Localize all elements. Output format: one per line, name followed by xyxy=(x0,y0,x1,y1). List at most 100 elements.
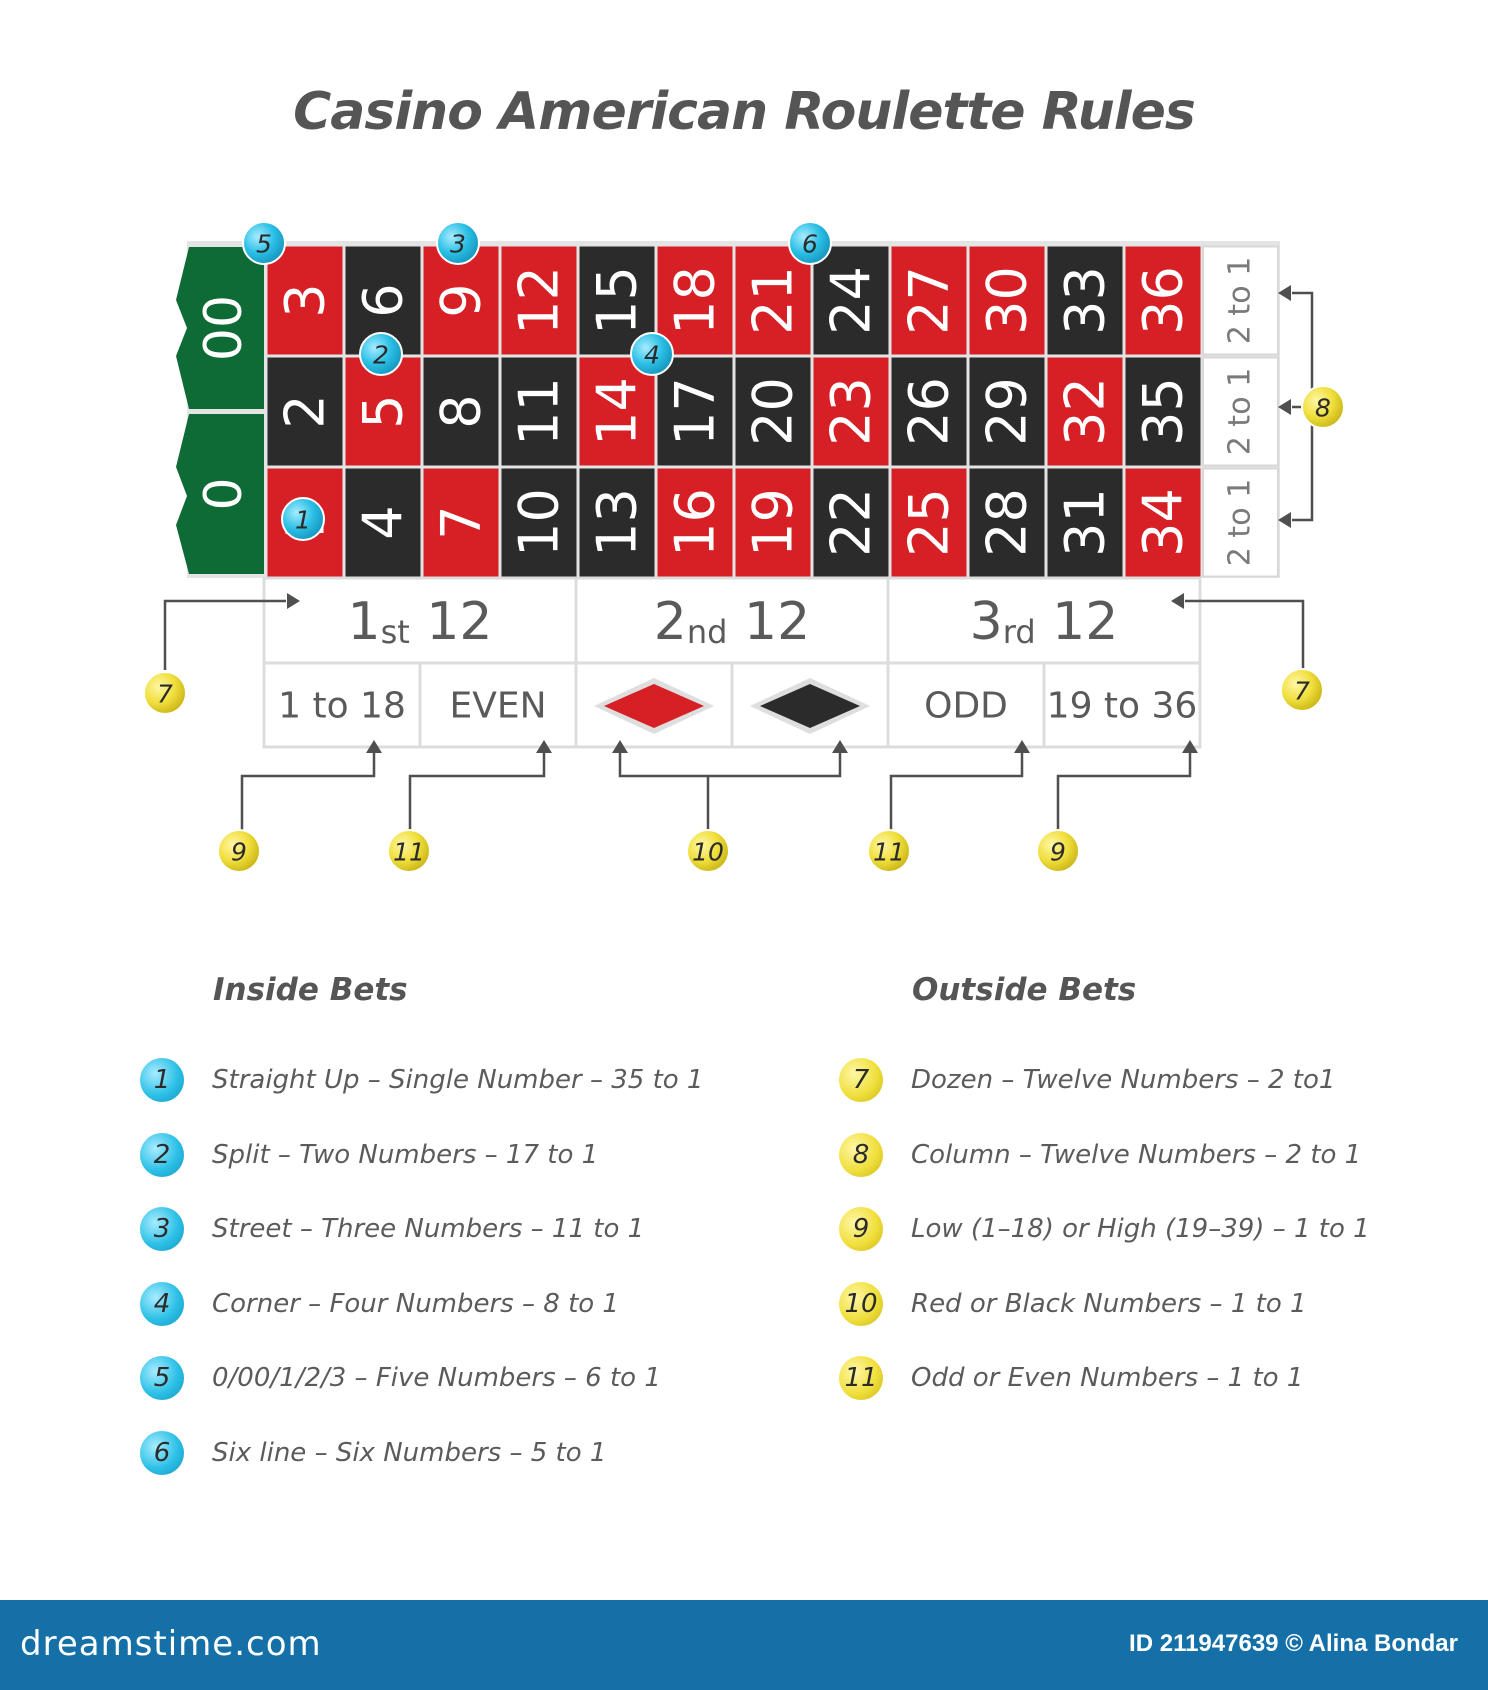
number-pocket xyxy=(423,357,499,466)
pocket-number: 23 xyxy=(820,377,883,446)
outside-bets-heading: Outside Bets xyxy=(912,972,1137,1008)
callout-badge-number: 9 xyxy=(231,838,247,867)
arrowhead-icon xyxy=(1278,512,1291,528)
number-pocket xyxy=(969,246,1045,355)
bet-number-badge: 4 xyxy=(140,1282,184,1326)
pocket-number: 17 xyxy=(664,377,727,446)
inside-bets-heading: Inside Bets xyxy=(213,972,408,1008)
callout-line xyxy=(1185,599,1305,670)
callout-badge-number: 10 xyxy=(692,838,724,867)
callout-badge-number: 11 xyxy=(393,838,425,867)
site-logo[interactable]: dreamstime.com xyxy=(20,1624,322,1664)
callout-line xyxy=(408,752,546,835)
pocket-number: 10 xyxy=(508,488,571,557)
outside-bet-box xyxy=(418,661,578,749)
bet-description: Straight Up – Single Number – 35 to 1 xyxy=(212,1065,704,1095)
pocket-number: 31 xyxy=(1054,488,1117,557)
number-pocket xyxy=(735,357,811,466)
callout-badge xyxy=(1280,668,1324,712)
pocket-number: 8 xyxy=(430,394,493,428)
number-pocket xyxy=(1047,468,1123,577)
pocket-number: 36 xyxy=(1132,266,1195,335)
arrowhead-icon xyxy=(1278,285,1291,301)
arrowhead-icon xyxy=(832,740,848,753)
callout-line xyxy=(240,752,376,835)
pocket-number: 25 xyxy=(898,488,961,557)
callout-badge-number: 11 xyxy=(873,838,905,867)
pocket-number: 30 xyxy=(976,266,1039,335)
bet-number-badge: 3 xyxy=(140,1207,184,1251)
pocket-number: 14 xyxy=(586,377,649,446)
bet-description: Column – Twelve Numbers – 2 to 1 xyxy=(911,1140,1362,1170)
callout-badge xyxy=(1036,829,1080,873)
number-pocket xyxy=(579,357,655,466)
number-pocket xyxy=(1125,468,1201,577)
callout-badge-number: 3 xyxy=(450,230,466,259)
callout-badge xyxy=(281,497,325,541)
pocket-number: 9 xyxy=(430,283,493,317)
pocket-number: 12 xyxy=(508,266,571,335)
outside-bet-box xyxy=(262,661,422,749)
pocket-number: 6 xyxy=(352,283,415,317)
callout-badge xyxy=(143,671,187,715)
number-pocket xyxy=(267,246,343,355)
arrowhead-icon xyxy=(287,593,300,609)
arrowhead-icon xyxy=(1182,740,1198,753)
pocket-number: 33 xyxy=(1054,266,1117,335)
bet-number-badge: 9 xyxy=(839,1207,883,1251)
pocket-number: 34 xyxy=(1132,488,1195,557)
column-bet-box xyxy=(1202,356,1279,467)
pocket-number: 24 xyxy=(820,266,883,335)
number-pocket xyxy=(813,357,889,466)
outside-bet-box xyxy=(1042,661,1202,749)
bet-number-badge: 10 xyxy=(839,1282,883,1326)
callout-line xyxy=(889,752,1024,835)
column-bet-box xyxy=(1202,245,1279,356)
arrowhead-icon xyxy=(1014,740,1030,753)
number-pocket xyxy=(735,246,811,355)
bet-description: Dozen – Twelve Numbers – 2 to1 xyxy=(911,1065,1336,1095)
number-pocket xyxy=(1047,357,1123,466)
number-pocket xyxy=(267,357,343,466)
zero-pocket xyxy=(176,414,264,574)
callout-line xyxy=(163,599,286,670)
number-pocket xyxy=(1125,357,1201,466)
callout-badge-number: 1 xyxy=(295,506,311,535)
dozen-bet-label: 2nd 12 xyxy=(654,592,810,652)
pocket-number: 16 xyxy=(664,488,727,557)
bet-description: Odd or Even Numbers – 1 to 1 xyxy=(911,1363,1304,1393)
callout-badge-number: 4 xyxy=(644,341,660,370)
pocket-number: 5 xyxy=(352,394,415,428)
outside-bet-box xyxy=(886,661,1046,749)
zero-pocket-number: 00 xyxy=(194,295,254,361)
number-pocket xyxy=(1125,246,1201,355)
bet-number-badge: 1 xyxy=(140,1058,184,1102)
pocket-number: 13 xyxy=(586,488,649,557)
number-pocket xyxy=(423,468,499,577)
callout-badge-number: 7 xyxy=(1294,677,1310,706)
number-pocket xyxy=(735,468,811,577)
bet-number-badge: 11 xyxy=(839,1356,883,1400)
bet-number-badge: 5 xyxy=(140,1356,184,1400)
number-pocket xyxy=(813,468,889,577)
bet-description: Street – Three Numbers – 11 to 1 xyxy=(212,1214,645,1244)
number-pocket xyxy=(891,468,967,577)
arrowhead-icon xyxy=(536,740,552,753)
bet-number-badge: 6 xyxy=(140,1431,184,1475)
number-pocket xyxy=(969,468,1045,577)
red-diamond-icon xyxy=(604,684,704,728)
callout-badge xyxy=(686,829,730,873)
number-pocket xyxy=(1047,246,1123,355)
callout-badge xyxy=(867,829,911,873)
pocket-number: 15 xyxy=(586,266,649,335)
number-pocket xyxy=(891,357,967,466)
pocket-number: 3 xyxy=(274,283,337,317)
number-pocket xyxy=(657,357,733,466)
callout-badge-number: 8 xyxy=(1315,394,1331,423)
arrowhead-icon xyxy=(366,740,382,753)
outside-bet-label: 19 to 36 xyxy=(1047,686,1198,727)
number-pocket xyxy=(501,246,577,355)
pocket-number: 22 xyxy=(820,488,883,557)
outside-bet-label: EVEN xyxy=(449,686,546,727)
